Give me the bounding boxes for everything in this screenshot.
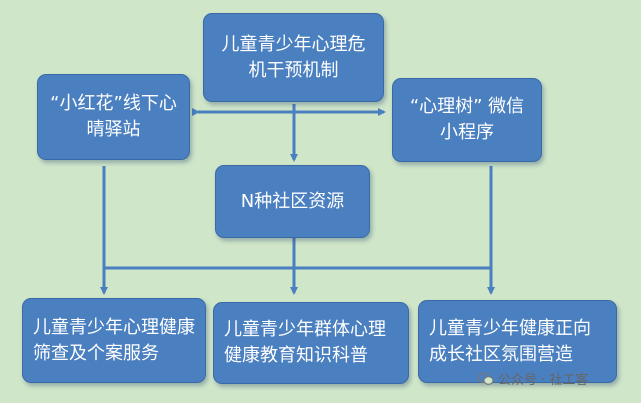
wechat-icon [477, 372, 494, 386]
node-wechat-miniprogram: “心理树” 微信小程序 [392, 78, 542, 162]
node-offline-station-label: “小红花”线下心晴驿站 [50, 93, 177, 140]
node-crisis-intervention-label: 儿童青少年心理危机干预机制 [221, 33, 366, 81]
node-crisis-intervention: 儿童青少年心理危机干预机制 [203, 13, 384, 102]
node-education-science-label: 儿童青少年群体心理健康教育知识科普 [224, 319, 386, 366]
node-education-science: 儿童青少年群体心理健康教育知识科普 [213, 302, 409, 384]
node-community-atmosphere: 儿童青少年健康正向成长社区氛围营造 [418, 300, 617, 383]
watermark-text: 公众号 · 社工客 [498, 373, 589, 388]
node-screening-services-label: 儿童青少年心理健康筛查及个案服务 [33, 316, 195, 364]
node-offline-station: “小红花”线下心晴驿站 [37, 74, 190, 160]
node-community-resources: N种社区资源 [215, 165, 370, 238]
watermark: 公众号 · 社工客 [477, 369, 589, 388]
node-screening-services: 儿童青少年心理健康筛查及个案服务 [22, 298, 206, 383]
node-wechat-miniprogram-label: “心理树” 微信小程序 [409, 96, 525, 143]
node-community-resources-label: N种社区资源 [240, 190, 345, 212]
node-community-atmosphere-label: 儿童青少年健康正向成长社区氛围营造 [429, 317, 591, 365]
